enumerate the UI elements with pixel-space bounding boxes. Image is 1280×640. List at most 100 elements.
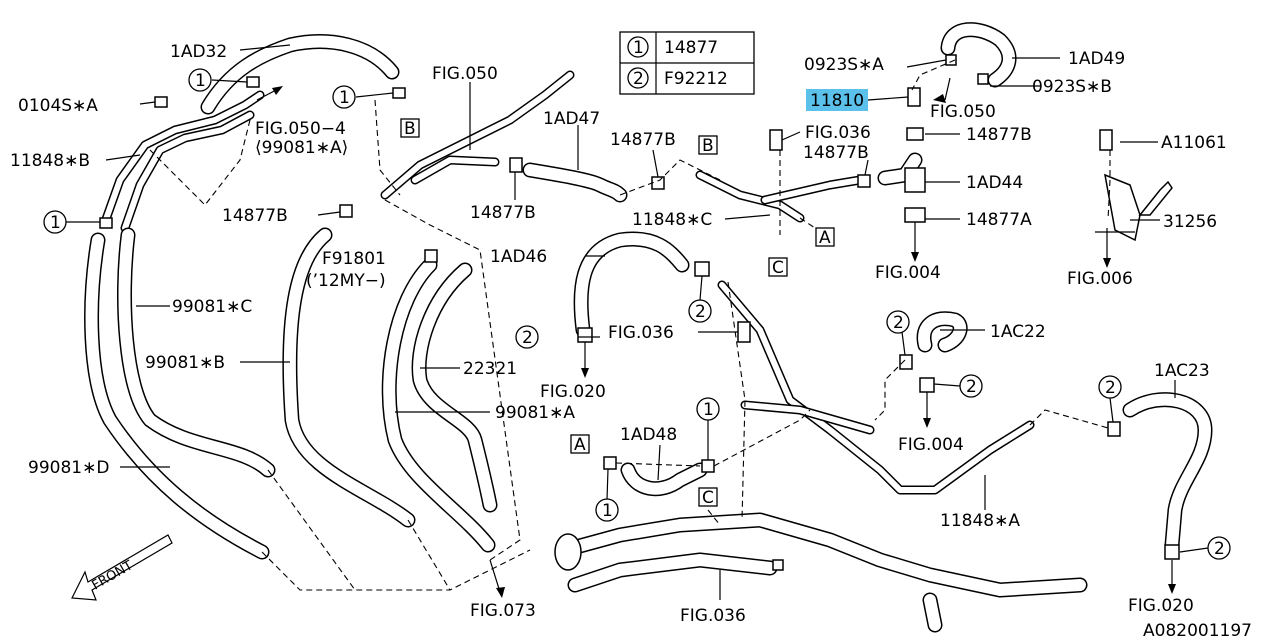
pipe-11848C[interactable] xyxy=(695,170,865,223)
label-1AD47: 1AD47 xyxy=(543,109,600,129)
label-99081A: 99081∗A xyxy=(495,403,575,423)
label-fig036-mid: FIG.036 xyxy=(608,323,674,343)
dashed-connectors xyxy=(149,59,1111,591)
box-ref-C-mid: C xyxy=(768,257,788,278)
label-99081B: 99081∗B xyxy=(145,353,225,373)
label-14877A: 14877A xyxy=(966,210,1032,230)
label-0923SB: 0923S∗B xyxy=(1032,77,1112,97)
legend-part-1: 14877 xyxy=(664,38,718,58)
label-14877B-left: 14877B xyxy=(222,206,288,226)
svg-text:B: B xyxy=(404,119,416,139)
pipe-FIG050[interactable] xyxy=(380,70,575,200)
label-fig020-left: FIG.020 xyxy=(540,382,606,402)
svg-text:1: 1 xyxy=(50,213,61,233)
label-1AD49: 1AD49 xyxy=(1068,49,1125,69)
label-fig004-mid: FIG.004 xyxy=(898,435,964,455)
legend-table: 1 14877 2 F92212 xyxy=(619,31,755,95)
label-11848C: 11848∗C xyxy=(632,210,712,230)
marker-2-c: 2 xyxy=(886,310,910,334)
hose-99081C[interactable] xyxy=(116,227,276,478)
label-fig020-right: FIG.020 xyxy=(1128,596,1194,616)
hose-22321[interactable] xyxy=(411,262,498,513)
svg-text:2: 2 xyxy=(695,302,706,322)
legend-marker-2: 2 xyxy=(633,69,644,89)
hose-1AD46[interactable] xyxy=(573,231,690,338)
label-fig006: FIG.006 xyxy=(1067,269,1133,289)
circle-markers: 1 1 1 1 1 2 2 2 2 2 2 xyxy=(43,68,1231,560)
svg-text:1: 1 xyxy=(703,400,714,420)
legend-marker-1: 1 xyxy=(633,38,644,58)
box-ref-A-left: A xyxy=(570,434,590,455)
label-99081C: 99081∗C xyxy=(172,297,252,317)
marker-1-d: 1 xyxy=(696,397,720,421)
label-1AD44: 1AD44 xyxy=(966,173,1023,193)
label-F91801: F91801 xyxy=(322,249,386,269)
svg-text:A: A xyxy=(819,228,831,248)
legend-part-2: F92212 xyxy=(664,69,728,89)
label-0923SA: 0923S∗A xyxy=(804,55,884,75)
box-ref-C-bottom: C xyxy=(698,487,718,508)
label-31256: 31256 xyxy=(1163,212,1217,232)
marker-2-a: 2 xyxy=(688,299,712,323)
hose-99081D[interactable] xyxy=(84,232,270,560)
box-refs: B B A C A C xyxy=(400,118,835,508)
box-ref-B-mid: B xyxy=(698,135,718,156)
label-1AC23: 1AC23 xyxy=(1154,361,1210,381)
svg-text:1: 1 xyxy=(339,88,350,108)
marker-2-f: 2 xyxy=(1207,536,1231,560)
front-arrow-icon: FRONT xyxy=(71,534,173,601)
hose-1AD49[interactable] xyxy=(940,22,1017,88)
marker-1-a: 1 xyxy=(188,68,212,92)
svg-text:B: B xyxy=(702,136,714,156)
bracket-31256[interactable] xyxy=(1104,173,1173,242)
hose-1AC23[interactable] xyxy=(1122,392,1213,553)
svg-text:1: 1 xyxy=(602,501,613,521)
marker-1-b: 1 xyxy=(332,85,356,109)
svg-text:2: 2 xyxy=(1214,539,1225,559)
svg-text:C: C xyxy=(702,488,714,508)
pipe-11848B[interactable] xyxy=(100,90,265,233)
hose-1AC22[interactable] xyxy=(916,311,968,353)
hose-1AD47[interactable] xyxy=(522,162,628,203)
label-fig050-top: FIG.050 xyxy=(432,64,498,84)
hose-1AD44[interactable] xyxy=(877,152,926,193)
hose-upper-tube[interactable] xyxy=(410,155,500,185)
part-11810[interactable]: 11810 xyxy=(806,87,921,111)
box-ref-B-left: B xyxy=(400,118,420,139)
label-22321: 22321 xyxy=(463,359,517,379)
label-14877B-r1: 14877B xyxy=(966,125,1032,145)
label-1AD32: 1AD32 xyxy=(170,42,227,62)
label-11810[interactable]: 11810 xyxy=(810,91,864,111)
label-1AD46: 1AD46 xyxy=(490,247,547,267)
label-11848A: 11848∗A xyxy=(940,511,1020,531)
hose-99081B[interactable] xyxy=(282,227,416,528)
label-14877B-center: 14877B xyxy=(470,203,536,223)
hose-1AD48[interactable] xyxy=(620,462,708,497)
pipe-FIG036[interactable] xyxy=(554,512,1088,633)
pipe-11848A[interactable] xyxy=(717,280,1035,495)
marker-2-d: 2 xyxy=(959,374,983,398)
svg-text:A: A xyxy=(574,435,586,455)
label-fig036-top: FIG.036 xyxy=(805,123,871,143)
diagram-code: A082001197 xyxy=(1143,621,1252,640)
label-12MY: (’12MY−) xyxy=(306,271,386,291)
hose-99081A[interactable] xyxy=(381,257,496,553)
label-fig050-right: FIG.050 xyxy=(930,102,996,122)
label-A11061: A11061 xyxy=(1161,133,1227,153)
svg-text:2: 2 xyxy=(1105,378,1116,398)
label-0104SA: 0104S∗A xyxy=(18,96,98,116)
hose-1AD32[interactable] xyxy=(200,34,400,115)
label-11848B: 11848∗B xyxy=(10,151,90,171)
label-14877B-r2: 14877B xyxy=(803,143,869,163)
svg-text:2: 2 xyxy=(522,328,533,348)
part-labels[interactable]: 1AD32 FIG.050 1AD49 0923S∗A 0923S∗B FIG.… xyxy=(10,42,1227,626)
label-fig073: FIG.073 xyxy=(470,601,536,621)
label-99081A-paren: ⟨99081∗A⟩ xyxy=(255,138,348,158)
label-1AD48: 1AD48 xyxy=(620,425,677,445)
svg-text:1: 1 xyxy=(195,71,206,91)
label-1AC22: 1AC22 xyxy=(990,322,1046,342)
marker-2-e: 2 xyxy=(1098,375,1122,399)
box-ref-A-right: A xyxy=(815,227,835,248)
marker-2-b: 2 xyxy=(515,325,539,349)
